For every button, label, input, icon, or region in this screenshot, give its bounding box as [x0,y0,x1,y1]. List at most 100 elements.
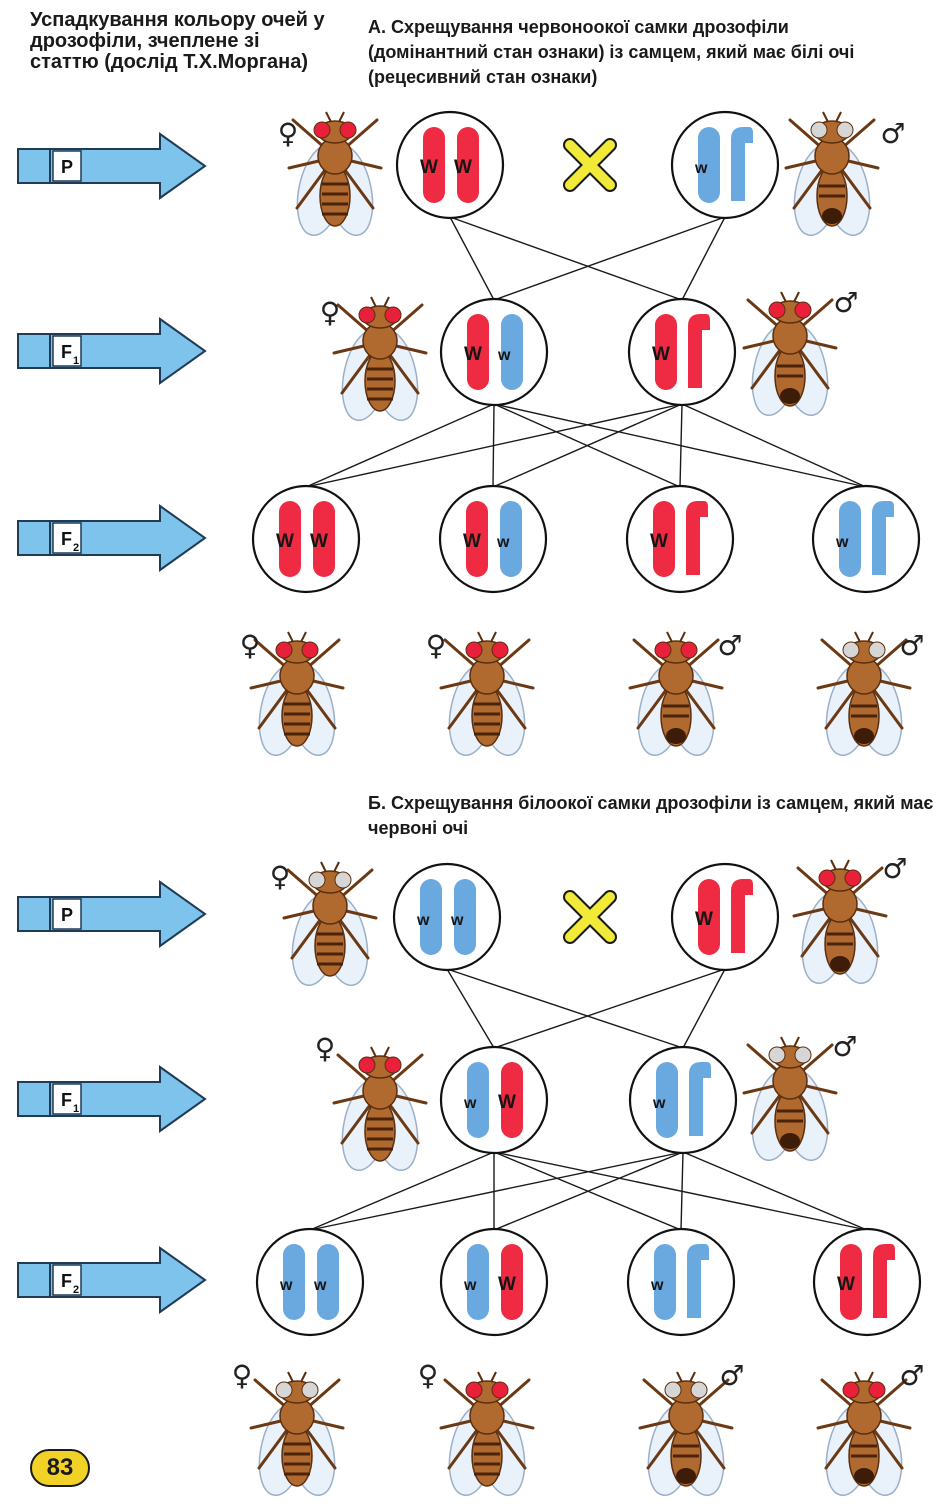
allele-label-recessive: w [450,912,464,929]
fly-abdomen [364,1100,396,1162]
allele-label-dominant: W [310,531,328,552]
generation-label-box [52,335,82,367]
fly-leg [872,1428,904,1470]
chromosome-y [731,127,753,201]
f2-genotype-4: W [812,1227,922,1337]
cross-stroke [565,140,615,190]
chromosome-y [872,501,894,575]
fly-leg [798,1043,834,1075]
female-symbol: ♀ [320,296,341,329]
generation-label: F [61,529,72,549]
chromosome-x-dominant [467,314,489,390]
sex-and-cross-symbols: ♀♂♀♂♀♀♂♂♀♂♀♂♀♀♂♂ [232,117,925,1392]
allele-label-recessive: w [694,160,708,177]
chromosome-x-recessive [317,1244,339,1320]
fly-eye-left [465,641,483,659]
fly-tail-dark [666,728,686,744]
page-title: Успадкування кольору очей у дрозофіли, з… [30,9,325,73]
fly-eye-left [308,871,326,889]
chromosome-x-recessive [654,1244,676,1320]
fly-antenna [370,296,377,308]
allele-label-recessive: w [497,347,511,364]
generation-label: P [61,905,73,925]
fly-leg [872,1378,908,1410]
chromosome-y [689,1062,711,1136]
fly-eye-right [301,1381,319,1399]
generation-subscript: 1 [73,355,79,367]
fly-leg [840,118,876,150]
genotype-circle [627,297,737,407]
male-symbol: ♂ [717,629,742,662]
cross-line [682,968,726,1049]
allele-label-recessive: w [496,534,510,551]
fly-leg [820,638,856,670]
cross-line [493,403,867,488]
generation-arrow-p: P [17,132,207,200]
fly-leg [684,688,716,730]
fly-eye-right [844,869,862,887]
fly-leg [388,1053,424,1085]
arrow-shape [17,504,207,572]
cross-line [680,1151,684,1231]
fly-leg [336,1053,372,1085]
chromosome-y [688,314,710,388]
fly-leg [800,338,838,350]
chromosome-x-recessive [656,1062,678,1138]
fly-eye-left [818,869,836,887]
genotype-circle [811,484,921,594]
cross-line [682,1151,868,1231]
fly-antenna [383,296,390,308]
fly-leg [290,918,322,960]
fly-leg [307,678,345,690]
fly-leg [497,1418,535,1430]
fly-tail-dark [780,388,800,404]
f2-genotype-4: w [811,484,921,594]
fly-tail-dark [780,1133,800,1149]
allele-label-recessive: w [463,1277,477,1294]
f1-genotype-male: w [628,1045,738,1155]
fly-leg [798,348,830,390]
fly-leg [694,1428,726,1470]
genotype-circle [439,297,549,407]
fly-antenna [325,111,332,123]
fly-eye-left [465,1381,483,1399]
chromosome-x-recessive [454,879,476,955]
chromosome-x-recessive [467,1062,489,1138]
fly-leg [694,1378,730,1410]
fly-leg [307,1418,345,1430]
fly-leg [495,638,531,670]
arrow-shape [17,317,207,385]
chromosome-x-recessive [420,879,442,955]
fly-antenna [287,1371,294,1383]
fly-leg [798,1093,830,1135]
fly-antenna [300,1371,307,1383]
fly-eye-right [690,1381,708,1399]
fly-eye-left [768,1046,786,1064]
fly-eye-left [842,641,860,659]
fly-leg [792,168,824,210]
fly-tail-dark [854,1468,874,1484]
allele-label-recessive: w [650,1277,664,1294]
fly-leg [642,1378,678,1410]
fly-antenna [835,111,842,123]
parent-genotype-male: w [670,110,780,220]
cross-mark [563,890,617,944]
female-symbol: ♀ [315,1032,336,1065]
fly-antenna [780,1036,787,1048]
fly-leg [628,678,666,690]
arrow-shape [17,1065,207,1133]
fly-leg [495,688,527,730]
chromosome-x-dominant [423,127,445,203]
f2-genotype-3: w [626,1227,736,1337]
cross-a-caption: А. Схрещування червоноокої самки дрозофі… [368,17,855,87]
fly-leg [447,1428,479,1470]
female-symbol: ♀ [240,629,261,662]
male-symbol: ♂ [833,286,858,319]
fly-eye-left [358,306,376,324]
fly-leg [792,906,830,918]
fly-eye-left [358,1056,376,1074]
generation-subscript: 2 [73,542,79,554]
